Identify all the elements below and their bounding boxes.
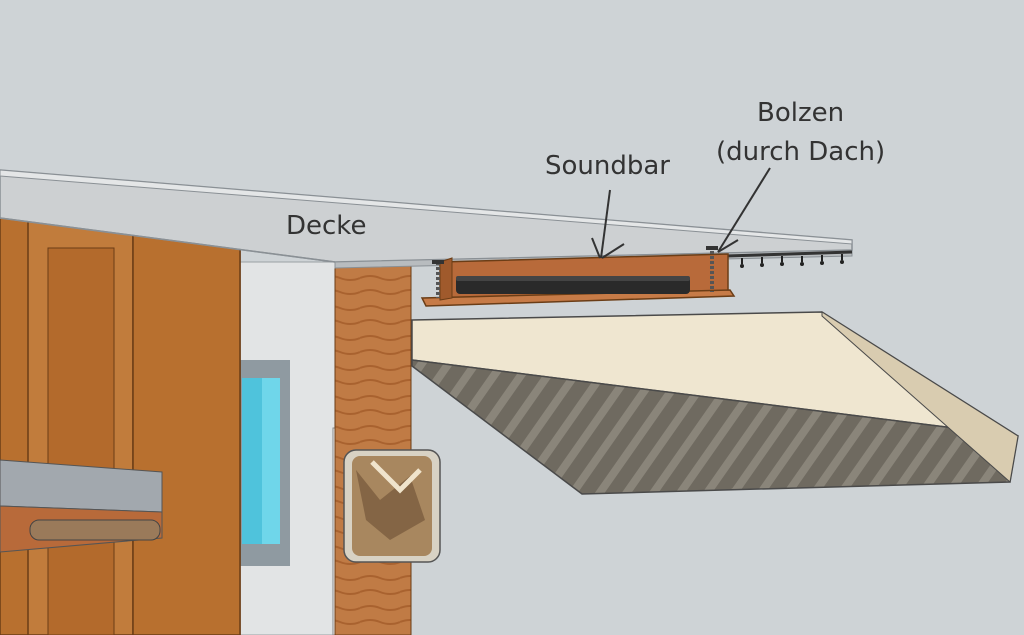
window: [238, 360, 290, 566]
bolzen-tick: [717, 239, 739, 253]
soundbar-tick-left: [591, 237, 601, 259]
awning: [411, 311, 1019, 495]
marble-light-box: [343, 449, 441, 563]
soundbar-tick-right: [601, 243, 625, 259]
curtain-rail: [725, 250, 853, 268]
wood-column: [334, 261, 412, 635]
wooden-door: [0, 217, 241, 635]
label-bolzen: Bolzen: [757, 98, 844, 128]
bolt-right: [706, 246, 718, 292]
bolt-left: [432, 260, 444, 298]
leader-lines: [591, 167, 771, 259]
soundbar: [456, 276, 690, 294]
soundbar-pointer-line: [600, 189, 611, 259]
bolzen-pointer-line: [717, 167, 771, 253]
label-bolzen-note: (durch Dach): [716, 137, 885, 167]
label-decke: Decke: [286, 211, 366, 241]
rolled-blind: [0, 459, 163, 553]
label-soundbar: Soundbar: [545, 151, 670, 181]
